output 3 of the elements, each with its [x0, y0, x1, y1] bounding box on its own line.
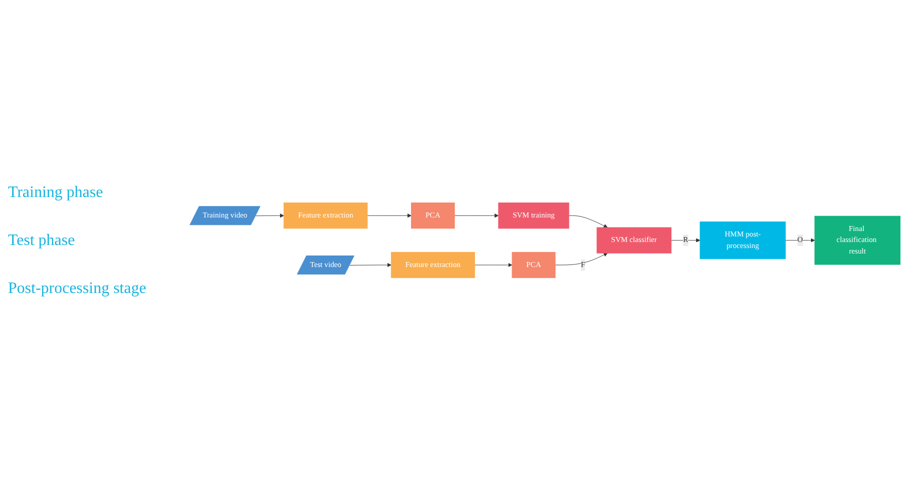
phase-label: Test phase	[8, 232, 76, 250]
phase-label: Post-processing stage	[8, 280, 148, 298]
phase-label: Training phase	[8, 184, 104, 202]
